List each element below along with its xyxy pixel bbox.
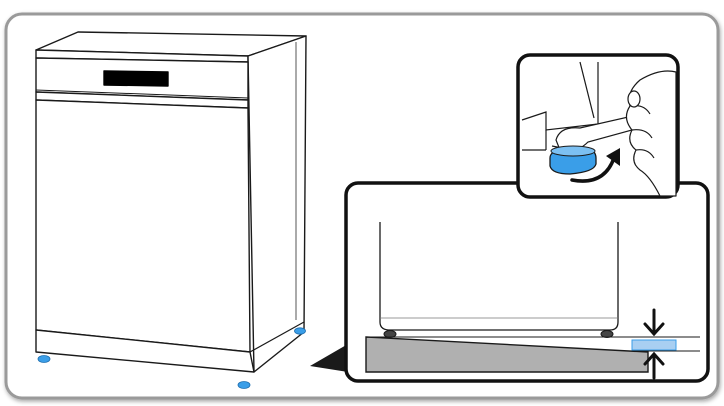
rotate-arrow-icon	[570, 148, 620, 183]
foot-front-right	[237, 381, 251, 389]
door-panel	[35, 99, 251, 353]
display-window	[103, 70, 169, 87]
adjustable-foot-icon	[37, 327, 306, 389]
gap-indicator	[631, 339, 677, 351]
detail-panel	[344, 181, 710, 383]
foot-front-left	[37, 355, 51, 363]
adjustable-foot-detail	[549, 145, 597, 175]
kick-plate	[35, 329, 255, 373]
detail-foot-left	[383, 330, 397, 338]
arrow-up-icon	[643, 351, 665, 380]
wrench-inset	[516, 53, 680, 199]
dishwasher-side	[247, 35, 307, 373]
arrow-down-icon	[643, 308, 665, 337]
detail-foot-right	[600, 330, 614, 338]
foot-back-right	[294, 327, 306, 335]
dishwasher-icon	[35, 31, 307, 373]
hand-icon	[625, 70, 677, 197]
uneven-floor	[365, 336, 649, 373]
callout-pointer	[310, 344, 348, 372]
